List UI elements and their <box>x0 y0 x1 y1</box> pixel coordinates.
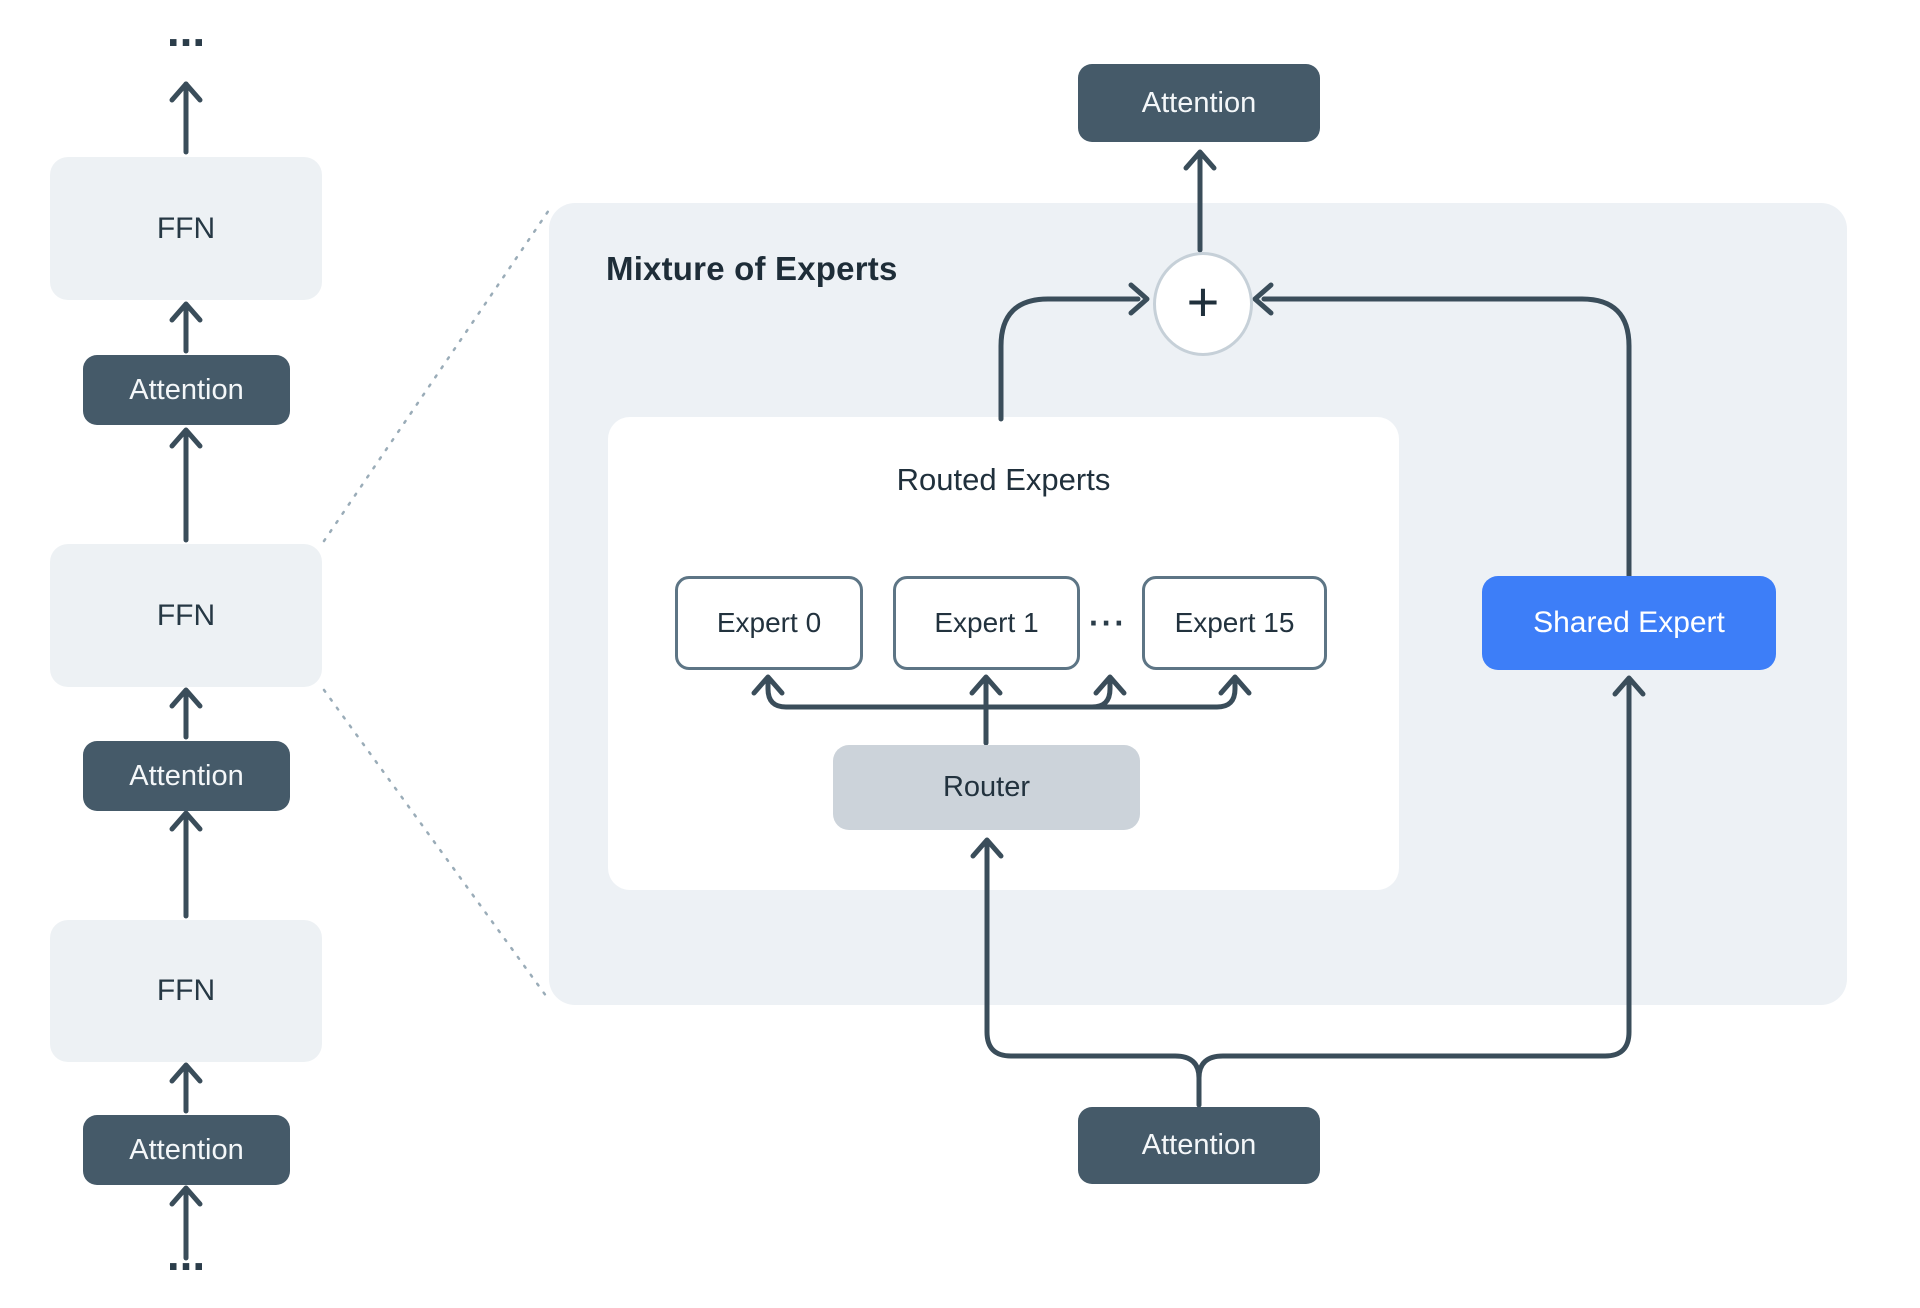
ffn-block-2: FFN <box>50 544 322 687</box>
shared-expert-block: Shared Expert <box>1482 576 1776 670</box>
expert-0-block: Expert 0 <box>675 576 863 670</box>
ffn-block-3: FFN <box>50 920 322 1062</box>
column-ellipsis-bottom: ... <box>166 1228 206 1280</box>
left-column-arrows <box>169 81 203 1261</box>
shared-output-arrow <box>1252 282 1632 581</box>
expert-1-block: Expert 1 <box>893 576 1080 670</box>
zoom-dotted-lines <box>322 208 551 1002</box>
attention-block-3: Attention <box>83 1115 290 1185</box>
attention-block-1: Attention <box>83 355 290 425</box>
attention-output-block: Attention <box>1078 64 1320 142</box>
routed-output-arrow <box>998 282 1150 422</box>
moe-panel-title: Mixture of Experts <box>606 250 898 287</box>
router-block: Router <box>833 745 1140 830</box>
sum-to-attention-arrow <box>1183 149 1217 253</box>
sum-node: + <box>1153 252 1253 356</box>
router-fan <box>751 674 1252 746</box>
ffn-block-1: FFN <box>50 157 322 300</box>
attention-input-block: Attention <box>1078 1107 1320 1184</box>
experts-ellipsis: ··· <box>1089 604 1127 641</box>
bottom-attention-split <box>970 675 1646 1108</box>
plus-icon: + <box>1186 270 1220 333</box>
column-ellipsis-top: ... <box>166 4 206 56</box>
expert-15-block: Expert 15 <box>1142 576 1327 670</box>
attention-block-2: Attention <box>83 741 290 811</box>
routed-experts-title: Routed Experts <box>896 462 1111 497</box>
